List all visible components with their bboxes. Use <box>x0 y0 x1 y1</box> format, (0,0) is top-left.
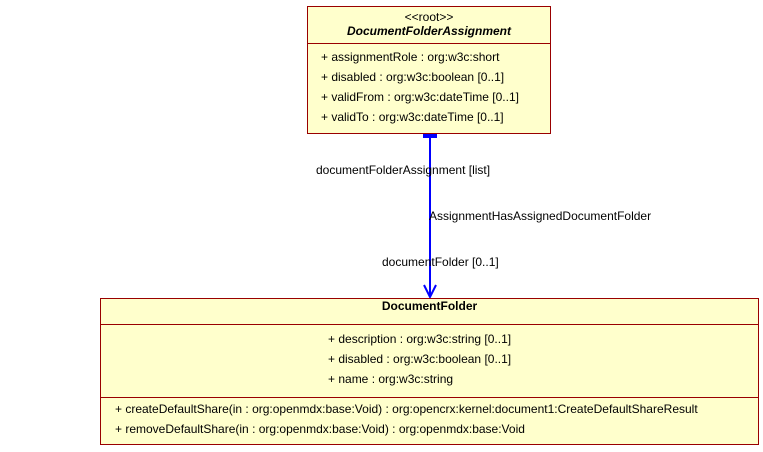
association-name-label: AssignmentHasAssignedDocumentFolder <box>429 209 652 223</box>
target-role-label: documentFolder [0..1] <box>382 255 499 269</box>
attribute-row: + name : org:w3c:string <box>328 372 454 386</box>
attribute-row: + disabled : org:w3c:boolean [0..1] <box>328 352 512 366</box>
class-name: DocumentFolder <box>381 299 478 313</box>
attribute-row: + description : org:w3c:string [0..1] <box>328 332 512 346</box>
navigability-arrowhead <box>423 284 437 300</box>
operation-compartment: + createDefaultShare(in : org:openmdx:ba… <box>101 398 758 439</box>
class-header: DocumentFolder <box>101 299 758 325</box>
class-name: DocumentFolderAssignment <box>346 24 511 38</box>
operation-row: + removeDefaultShare(in : org:openmdx:ba… <box>115 422 525 436</box>
class-document-folder[interactable]: DocumentFolder + description : org:w3c:s… <box>100 298 759 445</box>
attribute-compartment: + description : org:w3c:string [0..1] + … <box>101 325 758 398</box>
class-stereotype: <<root>> <box>404 10 454 24</box>
composition-end-marker <box>423 133 437 138</box>
attribute-row: + validTo : org:w3c:dateTime [0..1] <box>321 110 504 124</box>
operation-row: + createDefaultShare(in : org:openmdx:ba… <box>115 402 698 416</box>
attribute-row: + assignmentRole : org:w3c:short <box>321 50 500 64</box>
class-header: <<root>> DocumentFolderAssignment <box>308 7 550 44</box>
attribute-row: + disabled : org:w3c:boolean [0..1] <box>321 70 505 84</box>
class-document-folder-assignment[interactable]: <<root>> DocumentFolderAssignment + assi… <box>307 6 551 134</box>
source-role-label: documentFolderAssignment [list] <box>316 163 491 177</box>
attribute-compartment: + assignmentRole : org:w3c:short + disab… <box>308 44 550 127</box>
attribute-row: + validFrom : org:w3c:dateTime [0..1] <box>321 90 519 104</box>
